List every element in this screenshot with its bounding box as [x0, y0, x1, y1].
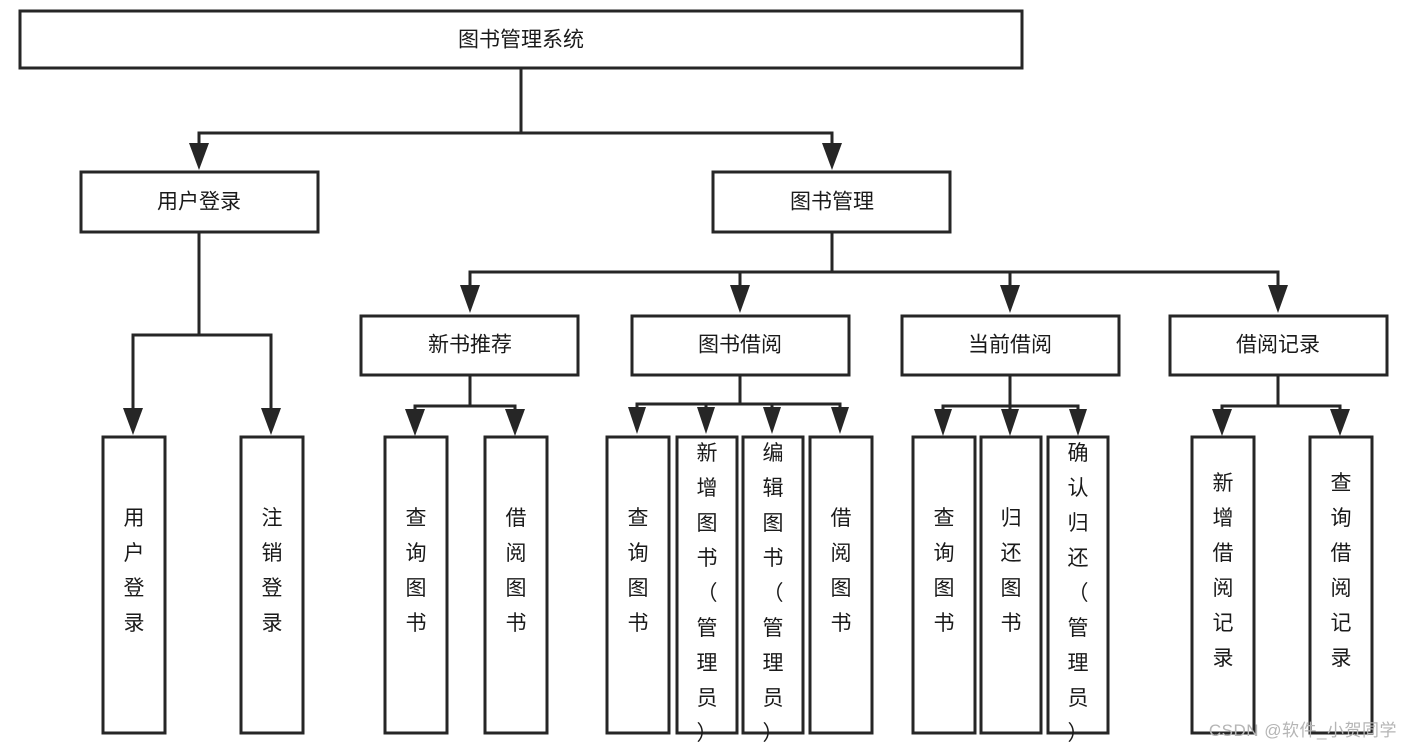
node-leaf-borrow-book-1-box[interactable]	[483, 435, 549, 735]
node-borrow-record-label: 借阅记录	[1236, 334, 1320, 357]
node-root[interactable]: 图书管理系统	[18, 9, 1024, 70]
node-leaf-confirm-return-label: 确认归还（管理员）	[1068, 442, 1089, 745]
node-leaf-user-login[interactable]: 用户登录	[101, 435, 167, 735]
node-leaf-user-login-label: 用户登录	[124, 507, 145, 635]
node-leaf-return-book[interactable]: 归还图书	[979, 435, 1043, 735]
node-new-book-recommend[interactable]: 新书推荐	[359, 314, 580, 377]
arrow-to-current-borrow	[1000, 285, 1020, 313]
arrow-to-leaf-query-book-2	[628, 407, 646, 434]
node-user-login[interactable]: 用户登录	[79, 170, 320, 234]
node-leaf-edit-book[interactable]: 编辑图书（管理员）	[741, 435, 805, 745]
node-leaf-user-logout-box[interactable]	[239, 435, 305, 735]
node-leaf-query-book-3-label: 查询图书	[934, 507, 955, 635]
node-current-borrow-box[interactable]	[900, 314, 1121, 377]
arrow-to-leaf-add-record	[1212, 409, 1232, 436]
arrow-to-borrow-record	[1268, 285, 1288, 313]
node-leaf-confirm-return[interactable]: 确认归还（管理员）	[1046, 435, 1110, 745]
node-leaf-query-record[interactable]: 查询借阅记录	[1308, 435, 1374, 735]
node-leaf-query-book-1[interactable]: 查询图书	[383, 435, 449, 735]
node-leaf-query-book-1-label: 查询图书	[406, 507, 427, 635]
node-leaf-borrow-book-2-label: 借阅图书	[831, 507, 852, 635]
node-leaf-query-record-box[interactable]	[1308, 435, 1374, 735]
node-leaf-borrow-book-2[interactable]: 借阅图书	[808, 435, 874, 735]
arrow-to-leaf-confirm-return	[1069, 409, 1087, 436]
node-current-borrow[interactable]: 当前借阅	[900, 314, 1121, 377]
node-leaf-user-logout[interactable]: 注销登录	[239, 435, 305, 735]
node-leaf-query-book-3[interactable]: 查询图书	[911, 435, 977, 735]
node-leaf-add-record[interactable]: 新增借阅记录	[1190, 435, 1256, 735]
node-leaf-add-record-box[interactable]	[1190, 435, 1256, 735]
arrow-to-leaf-edit-book	[763, 407, 781, 434]
node-leaf-user-login-box[interactable]	[101, 435, 167, 735]
node-leaf-add-book[interactable]: 新增图书（管理员）	[675, 435, 739, 745]
arrow-to-new-book-recommend	[460, 285, 480, 313]
arrow-to-leaf-user-logout	[261, 408, 281, 435]
node-leaf-edit-book-box[interactable]	[741, 435, 805, 735]
node-borrow-record-box[interactable]	[1168, 314, 1389, 377]
node-leaf-query-book-2-box[interactable]	[605, 435, 671, 735]
node-leaf-add-book-box[interactable]	[675, 435, 739, 735]
node-root-box[interactable]	[18, 9, 1024, 70]
node-leaf-add-book-label: 新增图书（管理员）	[697, 442, 718, 745]
arrow-to-book-borrow	[730, 285, 750, 313]
node-book-borrow-label: 图书借阅	[698, 334, 782, 357]
arrow-to-book-manage	[822, 143, 842, 170]
node-user-login-label: 用户登录	[157, 191, 241, 214]
node-leaf-add-record-label: 新增借阅记录	[1213, 472, 1234, 670]
node-leaf-query-book-2-label: 查询图书	[628, 507, 649, 635]
node-leaf-user-logout-label: 注销登录	[262, 507, 283, 635]
node-leaf-query-record-label: 查询借阅记录	[1331, 472, 1352, 670]
node-leaf-borrow-book-2-box[interactable]	[808, 435, 874, 735]
node-book-manage-label: 图书管理	[790, 191, 874, 214]
connector-layer	[123, 66, 1350, 436]
node-leaf-query-book-1-box[interactable]	[383, 435, 449, 735]
node-book-manage[interactable]: 图书管理	[711, 170, 952, 234]
arrow-to-user-login	[189, 143, 209, 170]
arrow-to-leaf-add-book	[697, 407, 715, 434]
node-leaf-borrow-book-1-label: 借阅图书	[506, 507, 527, 635]
node-leaf-return-book-label: 归还图书	[1001, 507, 1022, 635]
node-leaf-edit-book-label: 编辑图书（管理员）	[763, 442, 784, 745]
node-book-manage-box[interactable]	[711, 170, 952, 234]
node-user-login-box[interactable]	[79, 170, 320, 234]
node-leaf-borrow-book-1[interactable]: 借阅图书	[483, 435, 549, 735]
node-leaf-query-book-2[interactable]: 查询图书	[605, 435, 671, 735]
node-leaf-return-book-box[interactable]	[979, 435, 1043, 735]
node-leaf-query-book-3-box[interactable]	[911, 435, 977, 735]
arrow-to-leaf-query-book-3	[934, 409, 952, 436]
node-borrow-record[interactable]: 借阅记录	[1168, 314, 1389, 377]
arrow-to-leaf-query-record	[1330, 409, 1350, 436]
node-current-borrow-label: 当前借阅	[968, 334, 1052, 357]
node-leaf-confirm-return-box[interactable]	[1046, 435, 1110, 735]
node-book-borrow[interactable]: 图书借阅	[630, 314, 851, 377]
node-root-label: 图书管理系统	[458, 29, 584, 52]
node-new-book-recommend-box[interactable]	[359, 314, 580, 377]
arrow-to-leaf-borrow-book-2	[831, 407, 849, 434]
arrow-to-leaf-user-login	[123, 408, 143, 435]
arrow-to-leaf-return-book	[1001, 409, 1019, 436]
arrow-to-leaf-query-book-1	[405, 409, 425, 436]
node-book-borrow-box[interactable]	[630, 314, 851, 377]
arrow-to-leaf-borrow-book-1	[505, 409, 525, 436]
node-new-book-recommend-label: 新书推荐	[428, 334, 512, 357]
